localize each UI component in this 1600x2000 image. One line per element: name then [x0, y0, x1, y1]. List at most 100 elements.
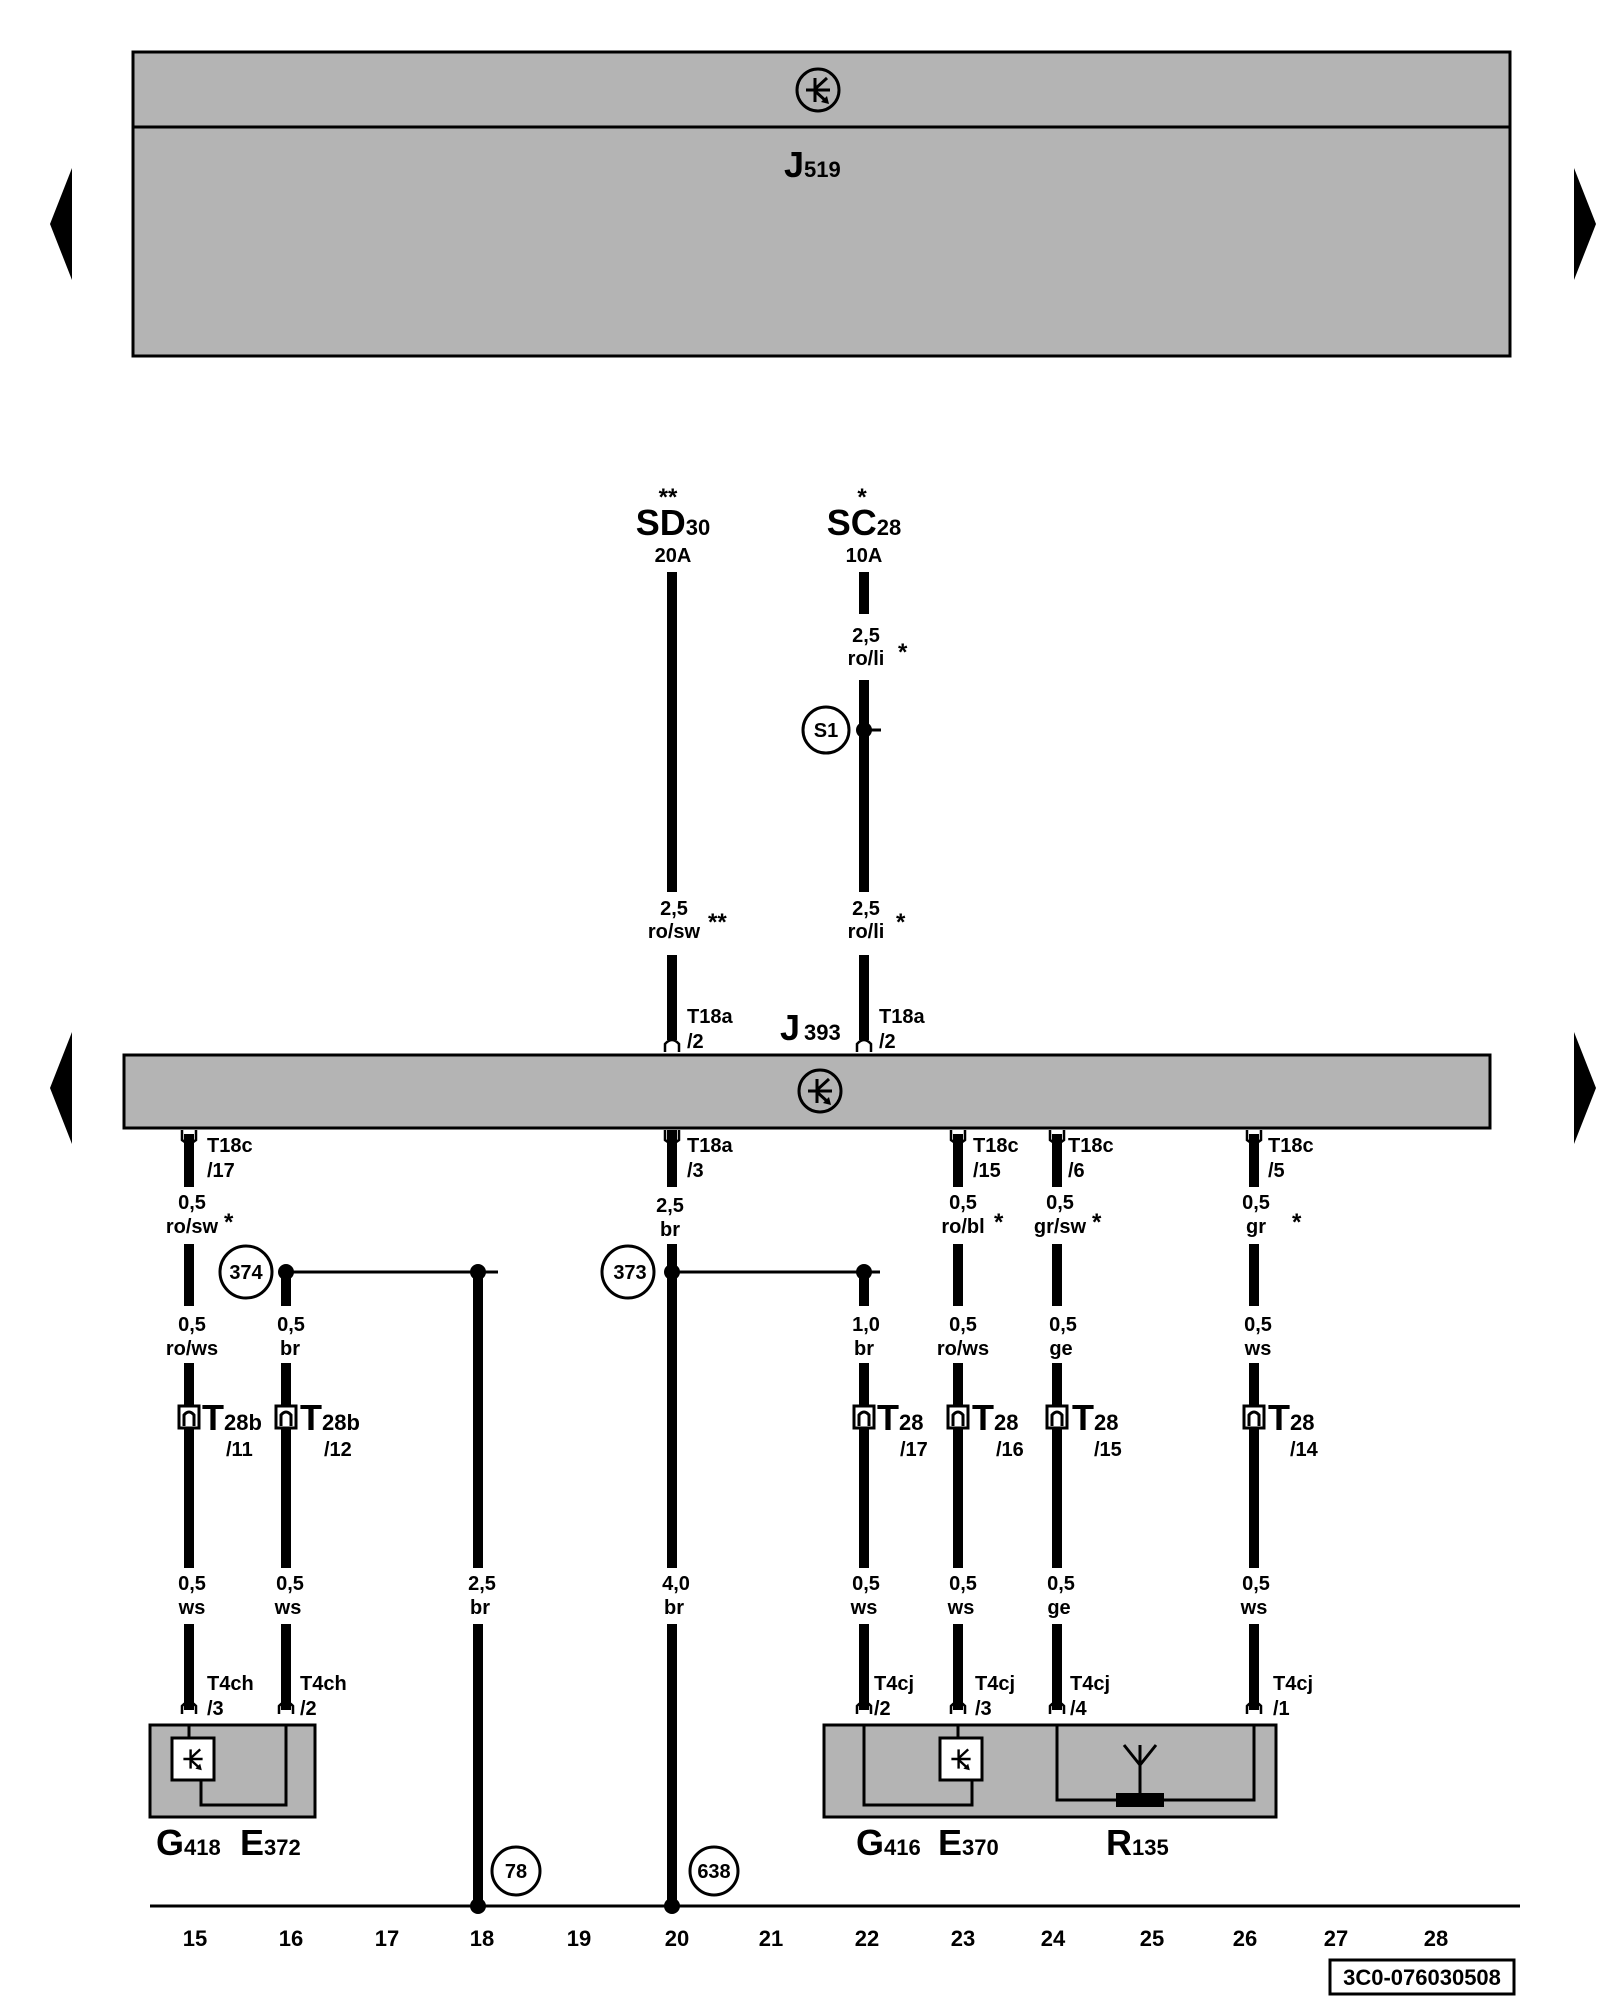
fuse-sd30: ** SD30 20A [636, 484, 711, 567]
svg-text:ge: ge [1047, 1597, 1070, 1619]
svg-text:T18c: T18c [1068, 1135, 1114, 1157]
pin-markers [180, 1038, 1263, 1714]
svg-text:638: 638 [697, 1861, 730, 1883]
fuse-sd30-mark: ** [659, 484, 678, 511]
svg-text:T28b: T28b [202, 1397, 262, 1438]
svg-text:0,5: 0,5 [1046, 1192, 1074, 1214]
node-373: 373 [600, 1244, 656, 1300]
column-ruler: 15 16 17 18 19 20 21 22 23 24 25 26 27 2… [183, 1926, 1448, 1951]
svg-text:ro/ws: ro/ws [937, 1338, 989, 1360]
svg-text:2,5: 2,5 [656, 1195, 684, 1217]
svg-text:ws: ws [850, 1597, 878, 1619]
svg-text:0,5: 0,5 [949, 1192, 977, 1214]
svg-text:/2: /2 [300, 1698, 317, 1720]
svg-text:0,5: 0,5 [1049, 1314, 1077, 1336]
svg-text:25: 25 [1140, 1926, 1164, 1951]
svg-text:R135: R135 [1106, 1822, 1169, 1863]
svg-text:gr/sw: gr/sw [1034, 1216, 1087, 1238]
svg-text:2,5: 2,5 [852, 625, 880, 647]
svg-text:17: 17 [375, 1926, 399, 1951]
svg-text:T18a: T18a [687, 1135, 733, 1157]
svg-text:/17: /17 [207, 1160, 235, 1182]
continue-right-arrow[interactable] [1574, 168, 1596, 280]
svg-text:/2: /2 [879, 1031, 896, 1053]
svg-text:E370: E370 [938, 1822, 999, 1863]
continue-left-arrow[interactable] [50, 1032, 72, 1144]
svg-text:S1: S1 [814, 720, 838, 742]
svg-text:27: 27 [1324, 1926, 1348, 1951]
svg-text:T4cj: T4cj [874, 1673, 914, 1695]
continue-left-arrow[interactable] [50, 168, 72, 280]
svg-text:/1: /1 [1273, 1698, 1290, 1720]
svg-text:T28: T28 [972, 1397, 1018, 1438]
svg-text:/17: /17 [900, 1439, 928, 1461]
continue-right-arrow[interactable] [1574, 1032, 1596, 1144]
fuse-sc28-label: SC28 [827, 502, 902, 543]
svg-text:/15: /15 [973, 1160, 1001, 1182]
svg-text:2,5: 2,5 [852, 898, 880, 920]
svg-text:373: 373 [613, 1262, 646, 1284]
svg-text:ws: ws [947, 1597, 975, 1619]
svg-text:/2: /2 [874, 1698, 891, 1720]
svg-text:3C0-076030508: 3C0-076030508 [1343, 1965, 1501, 1990]
sensor-transistor-icon [951, 1748, 971, 1771]
antenna-icon [1122, 1744, 1158, 1793]
splice-dots [278, 722, 872, 1914]
node-s1: S1 [801, 705, 851, 755]
sensor-g418-e372: G418 E372 [148, 1723, 317, 1863]
svg-text:*: * [1092, 1209, 1102, 1236]
svg-text:/5: /5 [1268, 1160, 1285, 1182]
svg-text:/15: /15 [1094, 1439, 1122, 1461]
svg-text:21: 21 [759, 1926, 783, 1951]
node-374: 374 [218, 1244, 274, 1300]
svg-text:/4: /4 [1070, 1698, 1088, 1720]
svg-text:/11: /11 [226, 1439, 253, 1461]
svg-text:*: * [1292, 1209, 1302, 1236]
svg-text:T18c: T18c [973, 1135, 1019, 1157]
svg-text:G418: G418 [156, 1822, 221, 1863]
svg-text:/3: /3 [975, 1698, 992, 1720]
svg-text:ws: ws [1244, 1338, 1272, 1360]
svg-text:T4ch: T4ch [300, 1673, 347, 1695]
svg-text:/16: /16 [996, 1439, 1024, 1461]
svg-text:br: br [660, 1219, 680, 1241]
svg-text:ws: ws [274, 1597, 302, 1619]
svg-text:0,5: 0,5 [178, 1192, 206, 1214]
svg-text:T18a: T18a [687, 1006, 733, 1028]
svg-text:*: * [898, 639, 908, 666]
svg-text:/12: /12 [324, 1439, 352, 1461]
svg-text:*: * [224, 1209, 234, 1236]
svg-text:23: 23 [951, 1926, 975, 1951]
control-unit-j519: J519 [131, 50, 1512, 358]
fuse-sd30-rating: 20A [655, 545, 692, 567]
svg-text:2,5: 2,5 [660, 898, 688, 920]
svg-text:19: 19 [567, 1926, 591, 1951]
svg-text:0,5: 0,5 [852, 1573, 880, 1595]
svg-text:20: 20 [665, 1926, 689, 1951]
antenna-base [1116, 1793, 1164, 1807]
svg-text:/6: /6 [1068, 1160, 1085, 1182]
j519-label: J519 [784, 144, 841, 185]
svg-text:br: br [280, 1338, 300, 1360]
svg-text:ro/sw: ro/sw [166, 1216, 219, 1238]
splice-lines [150, 728, 1520, 1908]
svg-text:G416: G416 [856, 1822, 921, 1863]
svg-text:16: 16 [279, 1926, 303, 1951]
sensor-g416-e370-r135: G416 E370 R135 [822, 1723, 1278, 1863]
svg-text:/14: /14 [1290, 1439, 1319, 1461]
svg-text:0,5: 0,5 [178, 1314, 206, 1336]
sensor-transistor-icon [183, 1748, 203, 1771]
connectors-t28: T28b /11 T28b /12 T28 /17 T28 /16 T28 /1… [177, 1397, 1319, 1461]
svg-text:374: 374 [229, 1262, 263, 1284]
svg-text:0,5: 0,5 [1242, 1192, 1270, 1214]
svg-text:E372: E372 [240, 1822, 301, 1863]
svg-text:18: 18 [470, 1926, 494, 1951]
fuse-sc28: * SC28 10A [827, 484, 902, 567]
svg-text:gr: gr [1246, 1216, 1266, 1238]
wires [184, 572, 1259, 1906]
svg-text:*: * [896, 909, 906, 936]
svg-text:0,5: 0,5 [276, 1573, 304, 1595]
svg-text:15: 15 [183, 1926, 207, 1951]
